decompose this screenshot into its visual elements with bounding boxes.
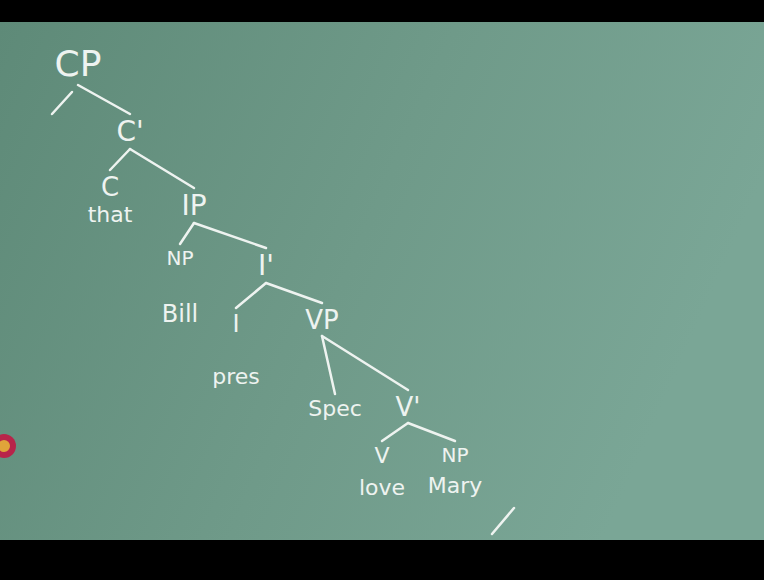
tree-node: Cthat [85, 172, 136, 228]
tree-node: Ipres [209, 310, 263, 390]
category-label: V' [396, 394, 421, 420]
bottom-bar [0, 540, 764, 580]
word-label: love [359, 477, 405, 499]
category-label: I' [258, 252, 274, 280]
board-ground [0, 22, 764, 540]
category-label: C [101, 174, 119, 200]
tree-branch [408, 423, 455, 441]
word-label: that [88, 204, 133, 226]
tree-node: Spec [305, 396, 365, 422]
category-label: CP [55, 46, 102, 82]
tree-branch [180, 223, 194, 244]
category-label: Spec [308, 398, 362, 420]
tree-node: V' [393, 392, 424, 422]
tree-branch [130, 149, 194, 188]
tree-branch [382, 423, 408, 441]
red-marker-center [0, 440, 10, 452]
tree-node: IP [178, 190, 209, 222]
tree-branch [110, 149, 130, 170]
red-marker [0, 434, 16, 458]
category-label: I [232, 312, 239, 336]
top-bar [0, 0, 764, 22]
category-label: NP [166, 248, 193, 268]
tree-node: VP [302, 305, 341, 335]
category-label: NP [441, 445, 468, 465]
category-label: C' [116, 118, 143, 146]
tree-branch [236, 283, 266, 308]
tree-node: C' [113, 116, 146, 148]
tree-branch [78, 85, 130, 114]
tree-branch [194, 223, 266, 248]
tree-branch [322, 336, 335, 394]
category-label: V [374, 445, 389, 467]
tree-node: NP Mary [425, 443, 486, 499]
tree-branch [322, 336, 408, 390]
tree-node: CP [52, 44, 105, 84]
tree-node: NP Bill [159, 246, 201, 328]
tree-node: I' [255, 250, 277, 282]
tree-node: Vlove [356, 443, 408, 501]
word-label: Bill [162, 302, 198, 326]
chalk-stroke [492, 508, 514, 534]
empty-branch [52, 92, 72, 114]
category-label: VP [305, 307, 338, 333]
category-label: IP [181, 192, 206, 220]
word-label: pres [212, 366, 260, 388]
word-label: Mary [428, 475, 483, 497]
tree-branch [266, 283, 322, 303]
